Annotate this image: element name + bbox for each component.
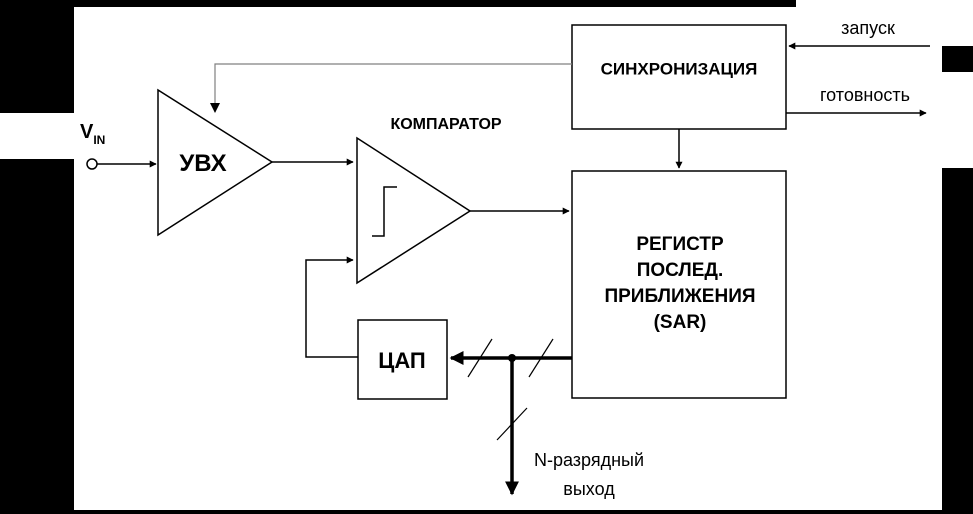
sar-label: РЕГИСТР ПОСЛЕД. ПРИБЛИЖЕНИЯ (SAR) [604,232,755,336]
output-label: N-разрядный выход [534,446,644,504]
input-terminal [86,158,98,170]
sar-block [571,170,787,399]
output-label-line: N-разрядный [533,450,645,470]
bus-slash [496,407,528,441]
sync-to-sh-wire [210,63,572,113]
start-label: запуск [841,18,895,38]
sar-label-line: (SAR) [653,312,707,333]
sync-label: СИНХРОНИЗАЦИЯ [600,59,758,79]
sar-label-line: РЕГИСТР [636,234,724,255]
comparator-triangle [356,136,472,285]
dac-block [357,319,448,400]
bus-slash [528,338,554,378]
sar-label-line: ПОСЛЕД. [636,260,724,281]
main-panel [74,7,942,510]
comparator-label: КОМПАРАТОР [390,116,502,133]
input-label: VIN [80,121,106,147]
sample-hold-label: УВХ [179,150,227,177]
ready-label: готовность [820,85,910,105]
top-right-panel [796,0,973,46]
sar-label-line: ПРИБЛИЖЕНИЯ [604,286,756,307]
bus-slash [467,338,493,378]
hysteresis-symbol [372,186,397,237]
dac-label: ЦАП [378,348,426,373]
sync-block [571,24,787,130]
output-label-line: выход [563,479,615,499]
right-ready-panel [930,72,973,168]
sample-hold-amplifier [157,88,274,237]
left-input-panel [0,113,80,159]
dac-to-comparator-wire [305,256,358,358]
